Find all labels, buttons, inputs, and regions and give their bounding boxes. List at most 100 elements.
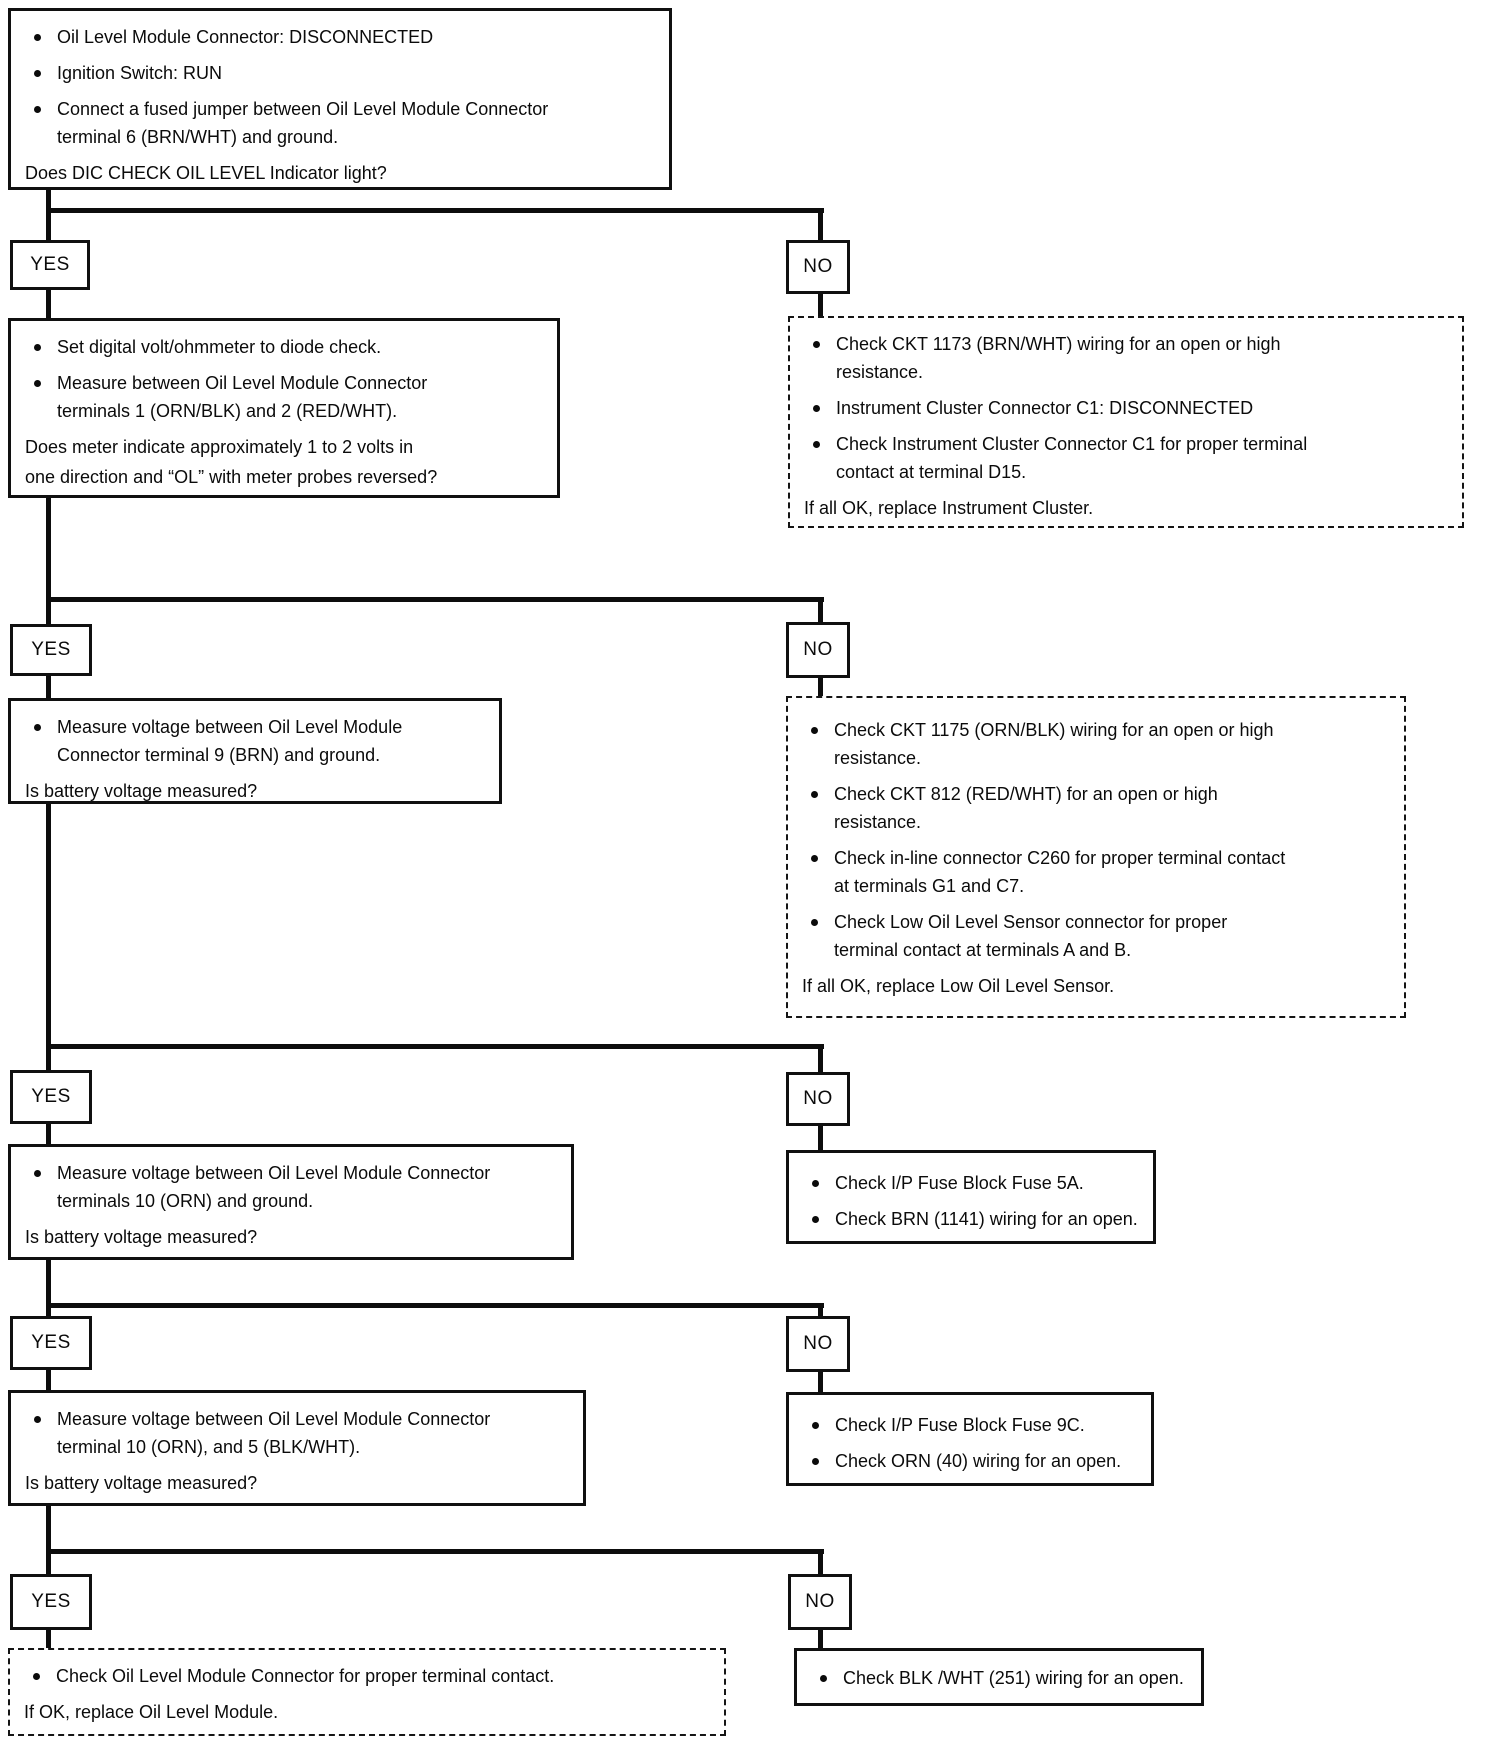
no-label: NO: [805, 1591, 835, 1612]
bullet-line: Check BRN (1141) wiring for an open.: [835, 1209, 1138, 1229]
list-item: Check BLK /WHT (251) wiring for an open.: [811, 1664, 1189, 1692]
bullet-line: terminal contact at terminals A and B.: [834, 940, 1132, 960]
connector-line: [818, 600, 823, 624]
branch-line-2: [46, 597, 824, 602]
bullet-line: Check I/P Fuse Block Fuse 9C.: [835, 1415, 1085, 1435]
list-item: Check CKT 1173 (BRN/WHT) wiring for an o…: [804, 330, 1450, 386]
no-tag-4: NO: [786, 1316, 850, 1372]
bullet-line: Ignition Switch: RUN: [57, 63, 223, 83]
list-item: Instrument Cluster Connector C1: DISCONN…: [804, 394, 1450, 422]
no-label: NO: [803, 1088, 833, 1109]
diode-check-node: Set digital volt/ohmmeter to diode check…: [8, 318, 560, 498]
list-item: Measure voltage between Oil Level Module…: [25, 713, 487, 769]
terminal10-blkwht-node: Measure voltage between Oil Level Module…: [8, 1390, 586, 1506]
fuse-9c-node: Check I/P Fuse Block Fuse 9C. Check ORN …: [786, 1392, 1154, 1486]
no-label: NO: [803, 256, 833, 277]
low-oil-sensor-node: Check CKT 1175 (ORN/BLK) wiring for an o…: [786, 696, 1406, 1018]
list-item: Ignition Switch: RUN: [25, 59, 657, 87]
list-item: Check Oil Level Module Connector for pro…: [24, 1662, 712, 1690]
bullet-line: Measure voltage between Oil Level Module…: [57, 1163, 491, 1183]
connector-line: [46, 1124, 51, 1144]
question-line: Does meter indicate approximately 1 to 2…: [25, 437, 414, 457]
bullet-line: Check Oil Level Module Connector for pro…: [56, 1666, 555, 1686]
bullet-line: Instrument Cluster Connector C1: DISCONN…: [836, 398, 1254, 418]
bullet-line: Check CKT 1173 (BRN/WHT) wiring for an o…: [836, 334, 1281, 354]
bullet-line: Check CKT 1175 (ORN/BLK) wiring for an o…: [834, 720, 1274, 740]
yes-tag-3: YES: [10, 1070, 92, 1124]
bullet-line: terminals 10 (ORN) and ground.: [57, 1191, 314, 1211]
connector-line: [818, 1372, 823, 1392]
bullet-line: resistance.: [834, 748, 922, 768]
terminal10-ground-node: Measure voltage between Oil Level Module…: [8, 1144, 574, 1260]
list-item: Measure voltage between Oil Level Module…: [25, 1159, 559, 1215]
connector-line: [818, 1047, 823, 1072]
list-item: Check Instrument Cluster Connector C1 fo…: [804, 430, 1450, 486]
bullet-line: terminals 1 (ORN/BLK) and 2 (RED/WHT).: [57, 401, 398, 421]
connector-line: [46, 1260, 51, 1318]
connector-line: [46, 1506, 51, 1576]
no-label: NO: [803, 639, 833, 660]
bullet-line: Oil Level Module Connector: DISCONNECTED: [57, 27, 434, 47]
branch-line-5: [46, 1549, 824, 1554]
connector-line: [46, 1370, 51, 1390]
no-label: NO: [803, 1333, 833, 1354]
connector-line: [818, 1306, 823, 1318]
question-line: Is battery voltage measured?: [25, 781, 258, 801]
list-item: Check CKT 812 (RED/WHT) for an open or h…: [802, 780, 1392, 836]
connector-line: [46, 802, 51, 1072]
bullet-line: Set digital volt/ohmmeter to diode check…: [57, 337, 382, 357]
bullet-line: Check ORN (40) wiring for an open.: [835, 1451, 1122, 1471]
bullet-line: Check in-line connector C260 for proper …: [834, 848, 1286, 868]
bullet-line: Check BLK /WHT (251) wiring for an open.: [843, 1668, 1184, 1688]
no-tag-3: NO: [786, 1072, 850, 1126]
bullet-line: resistance.: [836, 362, 924, 382]
connector-line: [46, 188, 51, 240]
connector-line: [818, 211, 823, 240]
yes-label: YES: [30, 254, 70, 275]
connector-line: [818, 1126, 823, 1150]
fuse-5a-node: Check I/P Fuse Block Fuse 5A. Check BRN …: [786, 1150, 1156, 1244]
branch-line-3: [46, 1044, 824, 1049]
bullet-line: Check CKT 812 (RED/WHT) for an open or h…: [834, 784, 1218, 804]
bullet-line: Connector terminal 9 (BRN) and ground.: [57, 745, 381, 765]
bullet-line: contact at terminal D15.: [836, 462, 1027, 482]
yes-tag-1: YES: [10, 240, 90, 290]
list-item: Check in-line connector C260 for proper …: [802, 844, 1392, 900]
no-tag-1: NO: [786, 240, 850, 294]
yes-label: YES: [31, 639, 71, 660]
list-item: Check ORN (40) wiring for an open.: [803, 1447, 1139, 1475]
no-tag-5: NO: [788, 1574, 852, 1630]
no-tag-2: NO: [786, 622, 850, 678]
yes-tag-5: YES: [10, 1574, 92, 1630]
question-line: Is battery voltage measured?: [25, 1473, 258, 1493]
connector-line: [46, 676, 51, 698]
question-line: one direction and “OL” with meter probes…: [25, 467, 438, 487]
bullet-line: Check Instrument Cluster Connector C1 fo…: [836, 434, 1308, 454]
bullet-line: Measure voltage between Oil Level Module: [57, 717, 403, 737]
yes-label: YES: [31, 1332, 71, 1353]
yes-tag-4: YES: [10, 1316, 92, 1370]
list-item: Check Low Oil Level Sensor connector for…: [802, 908, 1392, 964]
connector-line: [46, 496, 51, 626]
list-item: Measure voltage between Oil Level Module…: [25, 1405, 571, 1461]
connector-line: [818, 678, 823, 698]
connector-line: [818, 292, 823, 318]
question-line: Is battery voltage measured?: [25, 1227, 258, 1247]
replace-module-node: Check Oil Level Module Connector for pro…: [8, 1648, 726, 1736]
bullet-line: Check I/P Fuse Block Fuse 5A.: [835, 1173, 1084, 1193]
list-item: Check CKT 1175 (ORN/BLK) wiring for an o…: [802, 716, 1392, 772]
list-item: Check I/P Fuse Block Fuse 5A.: [803, 1169, 1141, 1197]
connector-line: [46, 288, 51, 318]
terminal9-voltage-node: Measure voltage between Oil Level Module…: [8, 698, 502, 804]
list-item: Check I/P Fuse Block Fuse 9C.: [803, 1411, 1139, 1439]
yes-label: YES: [31, 1591, 71, 1612]
bullet-line: Measure between Oil Level Module Connect…: [57, 373, 428, 393]
yes-label: YES: [31, 1086, 71, 1107]
list-item: Check BRN (1141) wiring for an open.: [803, 1205, 1141, 1233]
connector-line: [818, 1552, 823, 1576]
branch-line-1: [46, 208, 824, 213]
branch-line-4: [46, 1303, 824, 1308]
bullet-line: terminal 10 (ORN), and 5 (BLK/WHT).: [57, 1437, 361, 1457]
bullet-line: Check Low Oil Level Sensor connector for…: [834, 912, 1228, 932]
